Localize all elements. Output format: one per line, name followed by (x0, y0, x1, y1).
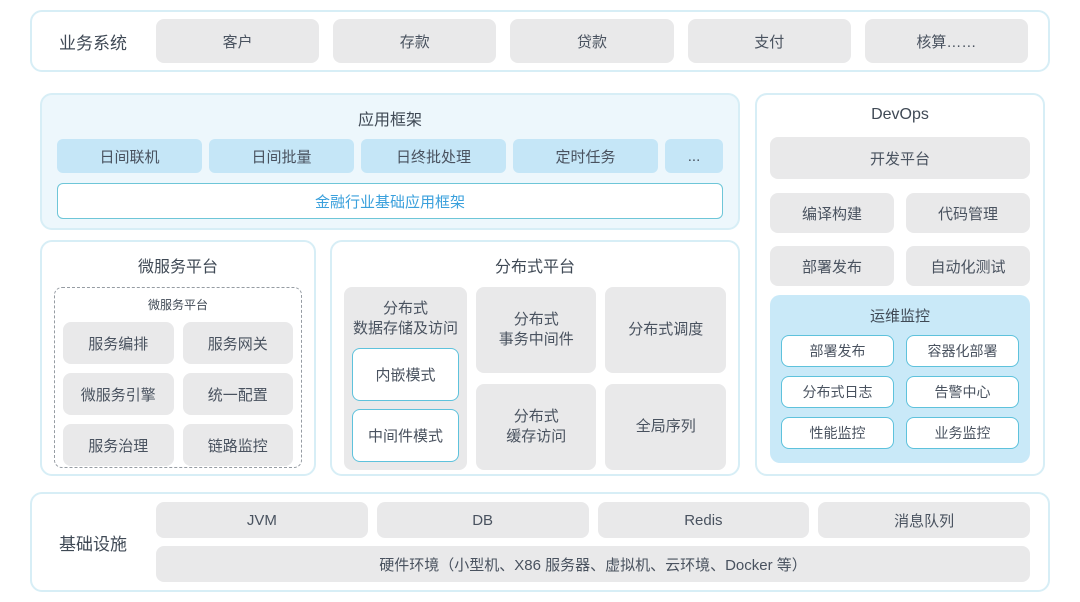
microservice-grid: 服务编排 服务网关 微服务引擎 统一配置 服务治理 链路监控 (63, 322, 293, 466)
infrastructure-bar: 基础设施 JVM DB Redis 消息队列 硬件环境（小型机、X86 服务器、… (30, 492, 1050, 592)
business-item-accounting: 核算…… (864, 19, 1029, 63)
dist-cell-transaction-middleware: 分布式 事务中间件 (475, 287, 597, 373)
devops-code-mgmt: 代码管理 (906, 193, 1030, 233)
monitor-containerized-deploy: 容器化部署 (906, 335, 1019, 367)
devops-title: DevOps (871, 106, 929, 123)
distributed-grid: 分布式 数据存储及访问 内嵌模式 中间件模式 分布式 事务中间件 分布式调度 分… (344, 287, 726, 470)
storage-title-line2: 数据存储及访问 (352, 319, 458, 337)
app-item-daytime-batch: 日间批量 (209, 139, 354, 173)
business-systems-bar: 业务系统 客户 存款 贷款 支付 核算…… (30, 10, 1050, 72)
business-item-customer: 客户 (156, 19, 320, 63)
business-item-payment: 支付 (687, 19, 851, 63)
cell-line: 分布式 (513, 310, 559, 328)
app-item-more: ... (665, 139, 723, 173)
monitor-deploy-release: 部署发布 (781, 335, 894, 367)
app-item-scheduled-task: 定时任务 (513, 139, 658, 173)
business-systems-items: 客户 存款 贷款 支付 核算…… (156, 19, 1029, 63)
app-item-daytime-online: 日间联机 (57, 139, 202, 173)
ms-item-gateway: 服务网关 (182, 322, 293, 364)
devops-auto-test: 自动化测试 (906, 246, 1030, 286)
infrastructure-content: JVM DB Redis 消息队列 硬件环境（小型机、X86 服务器、虚拟机、云… (156, 502, 1030, 582)
ms-item-tracing: 链路监控 (182, 424, 293, 466)
devops-deploy-release: 部署发布 (770, 246, 894, 286)
distributed-storage-title: 分布式 数据存储及访问 (352, 299, 459, 338)
devops-build: 编译构建 (770, 193, 894, 233)
devops-dev-platform: 开发平台 (770, 137, 1030, 179)
ms-item-config: 统一配置 (182, 373, 293, 415)
app-framework-panel: 应用框架 日间联机 日间批量 日终批处理 定时任务 ... 金融行业基础应用框架 (40, 93, 740, 230)
microservice-title: 微服务平台 (137, 259, 218, 276)
storage-mode-embedded: 内嵌模式 (352, 348, 459, 401)
monitor-alert-center: 告警中心 (906, 376, 1019, 408)
cell-line: 分布式 (513, 407, 559, 425)
distributed-storage-box: 分布式 数据存储及访问 内嵌模式 中间件模式 (344, 287, 467, 470)
infrastructure-items: JVM DB Redis 消息队列 (156, 502, 1030, 538)
app-framework-items: 日间联机 日间批量 日终批处理 定时任务 ... (57, 139, 723, 173)
monitor-distributed-log: 分布式日志 (781, 376, 894, 408)
ms-item-engine: 微服务引擎 (63, 373, 174, 415)
microservice-panel: 微服务平台 微服务平台 服务编排 服务网关 微服务引擎 统一配置 服务治理 链路… (40, 240, 316, 476)
infra-item-db: DB (376, 502, 589, 538)
ms-item-orchestration: 服务编排 (63, 322, 174, 364)
app-item-eod-batch: 日终批处理 (361, 139, 506, 173)
devops-tools-grid: 编译构建 代码管理 部署发布 自动化测试 (770, 193, 1030, 286)
monitor-business: 业务监控 (906, 417, 1019, 449)
dist-cell-scheduling: 分布式调度 (605, 287, 726, 373)
microservice-inner-box: 微服务平台 服务编排 服务网关 微服务引擎 统一配置 服务治理 链路监控 (54, 287, 302, 468)
hardware-environment-box: 硬件环境（小型机、X86 服务器、虚拟机、云环境、Docker 等） (156, 546, 1030, 582)
cell-line: 全局序列 (635, 417, 696, 435)
infrastructure-label: 基础设施 (59, 534, 127, 554)
monitor-performance: 性能监控 (781, 417, 894, 449)
ops-monitor-box: 运维监控 部署发布 容器化部署 分布式日志 告警中心 性能监控 业务监控 (770, 295, 1030, 463)
ops-monitor-title: 运维监控 (869, 308, 930, 325)
ms-item-governance: 服务治理 (63, 424, 174, 466)
base-framework-box: 金融行业基础应用框架 (57, 183, 723, 219)
business-systems-label: 业务系统 (59, 33, 127, 53)
distributed-panel: 分布式平台 分布式 数据存储及访问 内嵌模式 中间件模式 分布式 事务中间件 分… (330, 240, 740, 476)
app-framework-title: 应用框架 (357, 112, 422, 129)
microservice-inner-title: 微服务平台 (147, 298, 208, 312)
dist-cell-global-sequence: 全局序列 (605, 384, 726, 470)
business-item-loan: 贷款 (510, 19, 674, 63)
infra-item-mq: 消息队列 (818, 502, 1030, 538)
ops-monitor-grid: 部署发布 容器化部署 分布式日志 告警中心 性能监控 业务监控 (781, 335, 1019, 449)
cell-line: 事务中间件 (498, 331, 574, 348)
cell-line: 缓存访问 (506, 428, 567, 445)
business-item-deposit: 存款 (333, 19, 497, 63)
devops-panel: DevOps 开发平台 编译构建 代码管理 部署发布 自动化测试 运维监控 部署… (755, 93, 1045, 476)
infra-item-redis: Redis (597, 502, 810, 538)
storage-mode-middleware: 中间件模式 (352, 409, 459, 462)
distributed-title: 分布式平台 (494, 259, 575, 276)
infra-item-jvm: JVM (156, 502, 368, 538)
storage-title-line1: 分布式 (382, 300, 428, 317)
cell-line: 分布式调度 (628, 320, 704, 338)
dist-cell-cache-access: 分布式 缓存访问 (475, 384, 597, 470)
